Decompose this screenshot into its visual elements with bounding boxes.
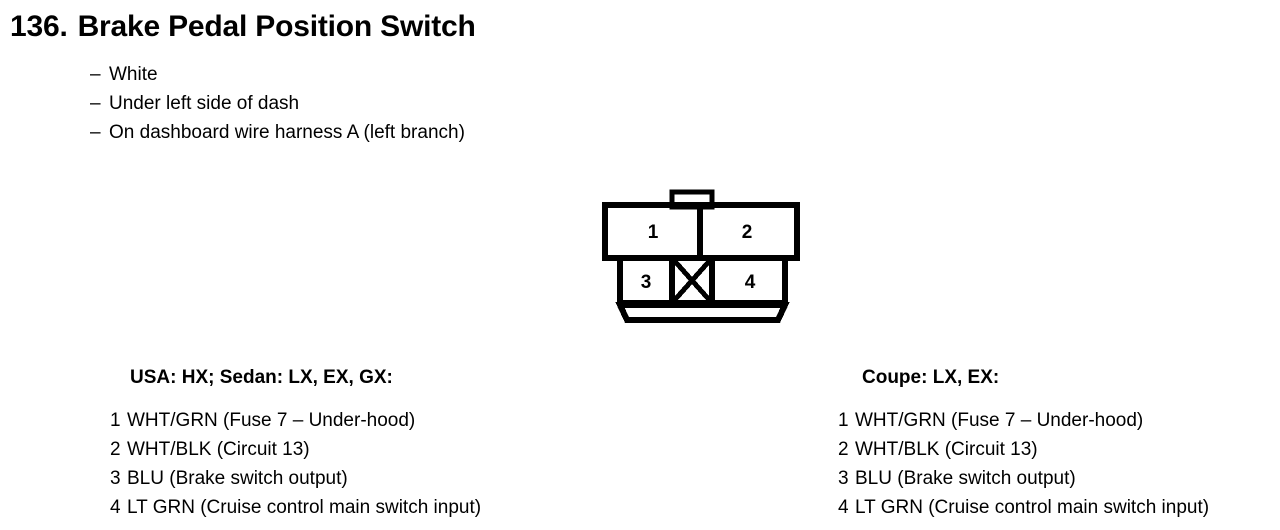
pin-row: 1 WHT/GRN (Fuse 7 – Under-hood) [110, 406, 481, 435]
descriptor-text: Under left side of dash [109, 93, 300, 114]
pin-number: 2 [110, 439, 121, 460]
pin-row: 4 LT GRN (Cruise control main switch inp… [838, 493, 1209, 522]
cavity-label-2: 2 [742, 222, 753, 243]
pin-number: 1 [838, 410, 849, 431]
pin-row: 3 BLU (Brake switch output) [838, 464, 1209, 493]
pin-description: WHT/GRN (Fuse 7 – Under-hood) [855, 410, 1144, 431]
descriptor-text: White [109, 64, 158, 85]
connector-bottom-lip [615, 302, 790, 323]
dash-bullet-icon: – [90, 64, 101, 85]
pin-row: 4 LT GRN (Cruise control main switch inp… [110, 493, 481, 522]
legend-usa-hx-sedan: USA: HX; Sedan: LX, EX, GX: 1 WHT/GRN (F… [110, 363, 481, 522]
legend-heading: Coupe: LX, EX: [862, 367, 1000, 388]
pin-number: 1 [110, 410, 121, 431]
connector-upper-row [602, 202, 800, 261]
pin-number: 4 [110, 497, 121, 518]
pin-row: 2 WHT/BLK (Circuit 13) [838, 435, 1209, 464]
pin-number: 3 [838, 468, 849, 489]
dash-bullet-icon: – [90, 122, 101, 143]
pin-description: WHT/BLK (Circuit 13) [127, 439, 310, 460]
connector-diagram: 1 2 3 4 [600, 185, 810, 330]
pin-description: WHT/GRN (Fuse 7 – Under-hood) [127, 410, 416, 431]
pin-number: 4 [838, 497, 849, 518]
pin-row: 2 WHT/BLK (Circuit 13) [110, 435, 481, 464]
cavity-label-4: 4 [745, 272, 756, 293]
blocked-cavity-x-icon [670, 256, 714, 305]
page-title-number: 136. [10, 10, 68, 43]
legend-coupe: Coupe: LX, EX: 1 WHT/GRN (Fuse 7 – Under… [838, 363, 1209, 522]
pin-description: LT GRN (Cruise control main switch input… [855, 497, 1210, 518]
descriptor-item: – Under left side of dash [90, 89, 465, 118]
pin-row: 1 WHT/GRN (Fuse 7 – Under-hood) [838, 406, 1209, 435]
pin-description: LT GRN (Cruise control main switch input… [127, 497, 482, 518]
descriptor-item: – On dashboard wire harness A (left bran… [90, 118, 465, 147]
page-title: 136. Brake Pedal Position Switch [10, 8, 476, 46]
pin-number: 2 [838, 439, 849, 460]
pin-description: WHT/BLK (Circuit 13) [855, 439, 1038, 460]
pin-row: 3 BLU (Brake switch output) [110, 464, 481, 493]
page-title-text: Brake Pedal Position Switch [77, 10, 476, 43]
pin-description: BLU (Brake switch output) [127, 468, 348, 489]
descriptor-item: – White [90, 60, 465, 89]
legend-heading: USA: HX; Sedan: LX, EX, GX: [130, 367, 393, 388]
pin-description: BLU (Brake switch output) [855, 468, 1076, 489]
cavity-label-1: 1 [648, 222, 659, 243]
descriptor-list: – White – Under left side of dash – On d… [90, 60, 465, 147]
pin-number: 3 [110, 468, 121, 489]
descriptor-text: On dashboard wire harness A (left branch… [109, 122, 465, 143]
cavity-label-3: 3 [641, 272, 652, 293]
dash-bullet-icon: – [90, 93, 101, 114]
